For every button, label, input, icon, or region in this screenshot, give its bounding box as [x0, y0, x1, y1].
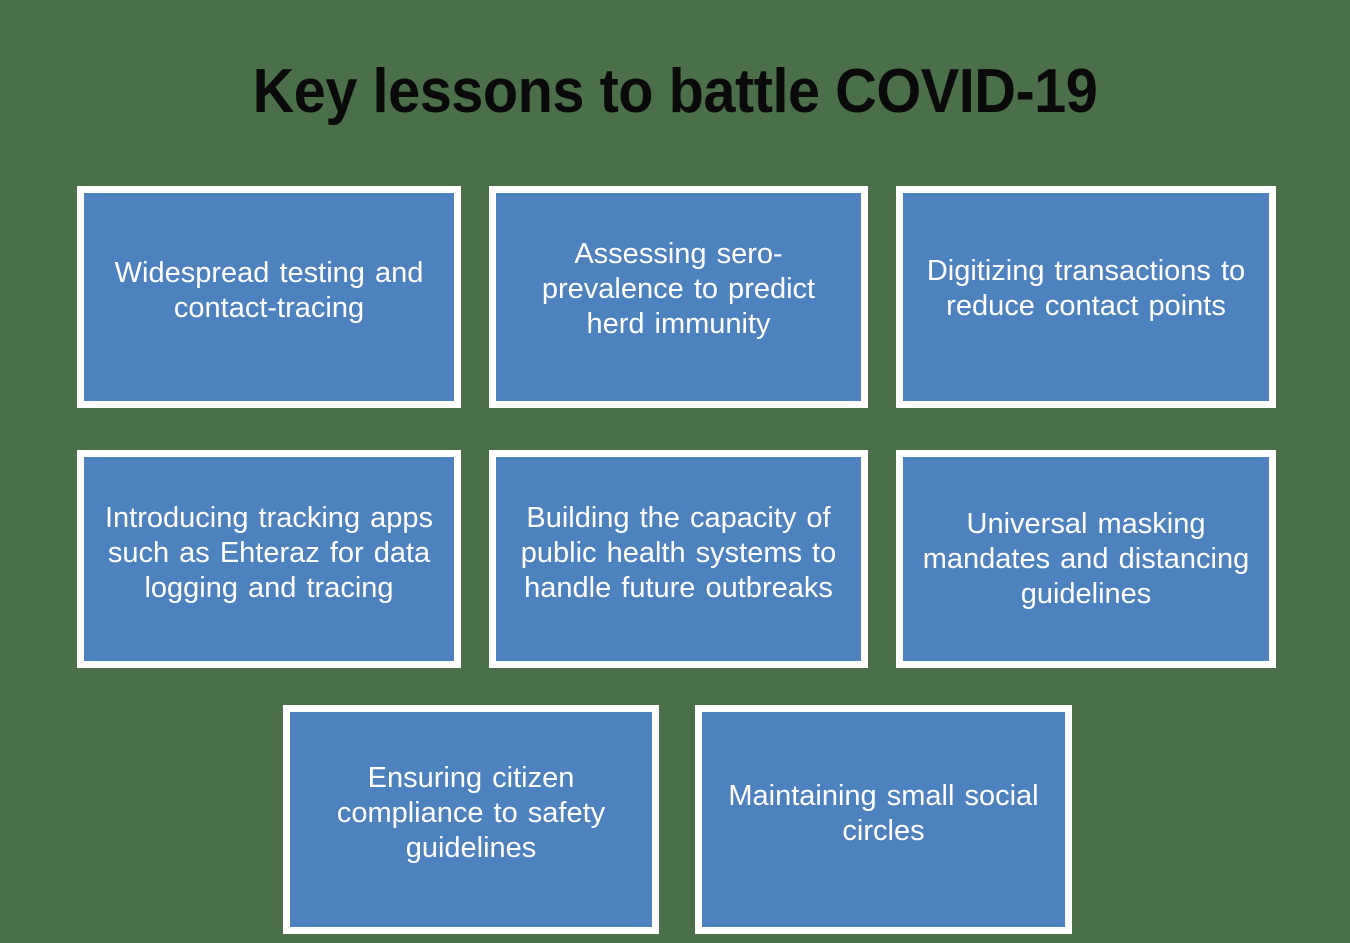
card-label: Widespread testing and contact-tracing — [114, 257, 424, 324]
card-public-health-capacity[interactable]: Building the capacity of public health s… — [489, 450, 868, 668]
card-sero-prevalence[interactable]: Assessing sero-prevalence to predict her… — [489, 186, 868, 408]
card-label: Universal masking mandates and distancin… — [922, 507, 1250, 610]
page-title: Key lessons to battle COVID-19 — [252, 57, 1098, 126]
card-label: Ensuring citizen compliance to safety gu… — [336, 762, 606, 864]
card-small-social-circles[interactable]: Maintaining small social circles — [695, 705, 1072, 934]
card-label: Building the capacity of public health s… — [520, 501, 837, 604]
card-digitizing-transactions[interactable]: Digitizing transactions to reduce contac… — [896, 186, 1276, 408]
card-label: Maintaining small social circles — [728, 779, 1039, 847]
card-label: Digitizing transactions to reduce contac… — [926, 255, 1246, 322]
card-tracking-apps[interactable]: Introducing tracking apps such as Ehtera… — [77, 450, 461, 668]
card-label: Introducing tracking apps such as Ehtera… — [104, 501, 434, 604]
card-citizen-compliance[interactable]: Ensuring citizen compliance to safety gu… — [283, 705, 659, 934]
card-widespread-testing[interactable]: Widespread testing and contact-tracing — [77, 186, 461, 408]
card-universal-masking[interactable]: Universal masking mandates and distancin… — [896, 450, 1276, 668]
card-label: Assessing sero-prevalence to predict her… — [541, 237, 816, 340]
